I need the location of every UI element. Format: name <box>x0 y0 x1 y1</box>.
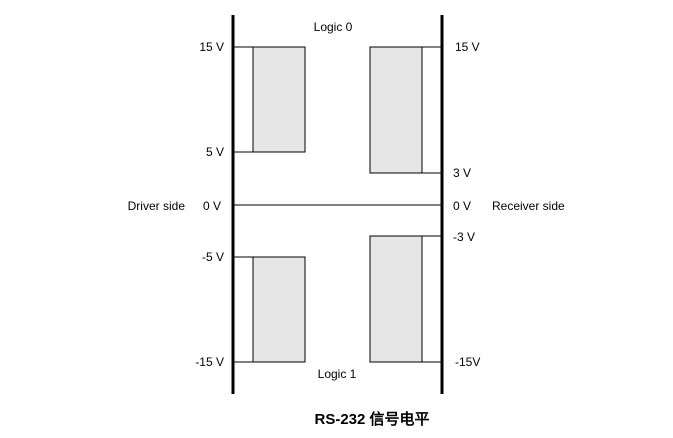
driver-5v-label: 5 V <box>206 145 224 159</box>
driver-15v-label: 15 V <box>199 40 224 54</box>
receiver-side-label: Receiver side <box>492 199 565 213</box>
logic1-label: Logic 1 <box>318 367 357 381</box>
driver-neg5v-label: -5 V <box>202 250 224 264</box>
logic0-label: Logic 0 <box>314 20 353 34</box>
receiver-15v-label: 15 V <box>455 40 480 54</box>
receiver-neg3v-label: -3 V <box>453 230 475 244</box>
receiver-neg15v-label: -15V <box>455 355 480 369</box>
driver-side-label: Driver side <box>128 199 186 213</box>
driver-neg15v-label: -15 V <box>195 355 224 369</box>
receiver-logic1-band <box>369 235 423 363</box>
receiver-0v-label: 0 V <box>453 199 471 213</box>
driver-logic0-band <box>252 46 306 153</box>
receiver-logic0-band <box>369 46 423 174</box>
driver-0v-label: 0 V <box>203 199 221 213</box>
driver-logic1-band <box>252 256 306 363</box>
receiver-3v-label: 3 V <box>453 166 471 180</box>
diagram-caption: RS-232 信号电平 <box>314 410 429 428</box>
